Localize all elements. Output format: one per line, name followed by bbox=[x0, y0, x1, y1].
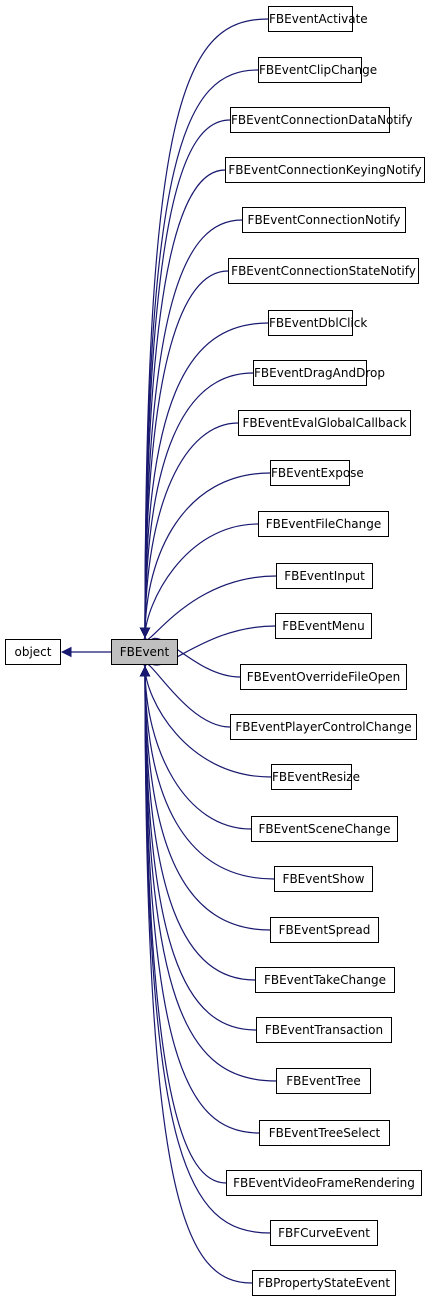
edge-fb-event-connection-keying-notify bbox=[139, 169, 226, 639]
node-fb-event-activate[interactable]: FBEventActivate bbox=[268, 6, 368, 32]
node-fb-event-tree-select[interactable]: FBEventTreeSelect bbox=[259, 1120, 390, 1146]
edge-fb-event-transaction bbox=[139, 665, 257, 1031]
edge-fb-event-dbl-click bbox=[139, 322, 269, 639]
node-fb-event-expose[interactable]: FBEventExpose bbox=[270, 460, 364, 486]
edge-fb-event-resize bbox=[139, 665, 272, 778]
node-fb-event-connection-data-notify[interactable]: FBEventConnectionDataNotify bbox=[230, 107, 413, 133]
edge-fb-event-eval-global-callback bbox=[139, 422, 239, 639]
edge-fb-event-drag-and-drop bbox=[139, 372, 254, 639]
edge-fb-event-spread bbox=[139, 665, 271, 931]
node-fb-event-transaction[interactable]: FBEventTransaction bbox=[256, 1017, 392, 1043]
edge-fb-event-take-change bbox=[139, 665, 256, 981]
node-fbevent: FBEvent bbox=[111, 639, 178, 665]
node-fb-property-state-event[interactable]: FBPropertyStateEvent bbox=[252, 1270, 396, 1296]
node-fb-event-menu[interactable]: FBEventMenu bbox=[275, 613, 372, 639]
edge-fb-event-clip-change bbox=[139, 69, 259, 639]
edge-fb-event-show bbox=[139, 665, 275, 880]
node-fb-event-drag-and-drop[interactable]: FBEventDragAndDrop bbox=[253, 360, 385, 386]
edge-fb-event-file-change bbox=[139, 523, 259, 639]
edge-fb-event-scene-change bbox=[139, 665, 252, 830]
node-fbf-curve-event[interactable]: FBFCurveEvent bbox=[270, 1220, 378, 1246]
node-fb-event-show[interactable]: FBEventShow bbox=[274, 866, 373, 892]
node-fb-event-connection-keying-notify[interactable]: FBEventConnectionKeyingNotify bbox=[225, 157, 425, 183]
edge-fb-event-connection-state-notify bbox=[139, 270, 229, 639]
node-fb-event-tree[interactable]: FBEventTree bbox=[276, 1068, 371, 1094]
node-fb-event-spread[interactable]: FBEventSpread bbox=[270, 917, 379, 943]
edge-fb-event-tree-select bbox=[139, 665, 260, 1134]
node-fb-event-eval-global-callback[interactable]: FBEventEvalGlobalCallback bbox=[238, 410, 411, 436]
edge-fb-event-input bbox=[139, 575, 277, 647]
node-fb-event-dbl-click[interactable]: FBEventDblClick bbox=[268, 310, 367, 336]
node-fb-event-resize[interactable]: FBEventResize bbox=[271, 764, 360, 790]
node-fb-event-video-frame-rendering[interactable]: FBEventVideoFrameRendering bbox=[226, 1170, 422, 1196]
node-fb-event-input[interactable]: FBEventInput bbox=[276, 563, 373, 589]
edge-fb-event-connection-notify bbox=[139, 219, 243, 639]
node-fb-event-scene-change[interactable]: FBEventSceneChange bbox=[251, 816, 398, 842]
node-fb-event-override-file-open[interactable]: FBEventOverrideFileOpen bbox=[240, 664, 407, 690]
node-fb-event-connection-notify[interactable]: FBEventConnectionNotify bbox=[242, 207, 406, 233]
node-object[interactable]: object bbox=[5, 639, 61, 665]
edge-fb-property-state-event bbox=[139, 665, 253, 1284]
node-fb-event-connection-state-notify[interactable]: FBEventConnectionStateNotify bbox=[228, 258, 419, 284]
node-fb-event-take-change[interactable]: FBEventTakeChange bbox=[255, 967, 395, 993]
node-fb-event-clip-change[interactable]: FBEventClipChange bbox=[258, 57, 377, 83]
edge-fb-event-expose bbox=[139, 472, 271, 639]
node-fb-event-file-change[interactable]: FBEventFileChange bbox=[258, 511, 389, 537]
node-fb-event-player-control-change[interactable]: FBEventPlayerControlChange bbox=[230, 714, 417, 740]
